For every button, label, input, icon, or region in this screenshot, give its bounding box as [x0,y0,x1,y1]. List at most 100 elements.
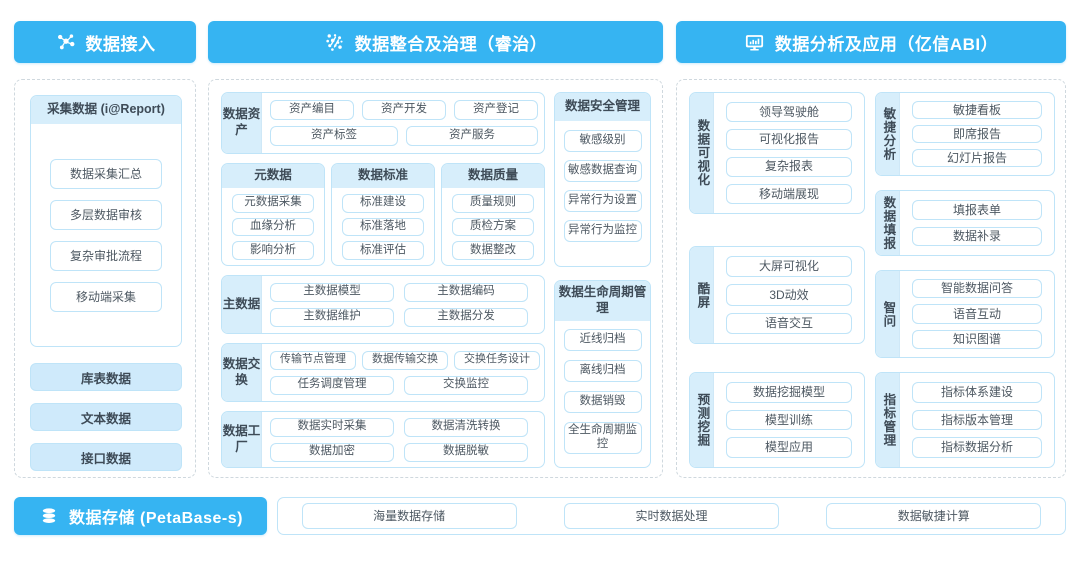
group-collect-data: 采集数据 (i@Report) 数据采集汇总 多层数据审核 复杂审批流程 移动端… [30,95,182,347]
list-item[interactable]: 主数据分发 [404,307,528,327]
list-item[interactable]: 数据补录 [912,226,1042,246]
footer-item[interactable]: 数据敏捷计算 [826,503,1042,529]
list-item[interactable]: 质检方案 [452,217,534,237]
list-item[interactable]: 资产开发 [362,100,446,120]
list-item[interactable]: 数据传输交换 [362,350,448,370]
list-item[interactable]: 幻灯片报告 [912,149,1042,167]
list-item[interactable]: 模型应用 [726,437,852,459]
group-data-quality: 数据质量 质量规则 质检方案 数据整改 [441,163,545,266]
list-item[interactable]: 标准建设 [342,194,424,213]
list-item[interactable]: 数据加密 [270,442,394,462]
list-item[interactable]: 近线归档 [563,329,642,351]
column-header-label: 数据分析及应用（亿信ABI） [774,34,999,54]
list-item[interactable]: 资产编目 [270,100,354,120]
list-item[interactable]: 语音互动 [912,304,1042,324]
group-label-text: 预测挖掘 [695,393,710,447]
chip-table-data[interactable]: 库表数据 [30,363,182,391]
list-item[interactable]: 传输节点管理 [270,350,356,370]
list-item[interactable]: 复杂审批流程 [50,241,162,271]
list-item[interactable]: 元数据采集 [232,194,314,213]
list-item[interactable]: 敏感数据查询 [563,160,642,182]
list-item[interactable]: 敏捷看板 [912,101,1042,119]
group-label: 指标管理 [876,373,900,467]
group-label: 智问 [876,271,900,357]
group-label-text: 数据可视化 [695,119,710,187]
data-dots-icon [324,31,346,53]
list-item[interactable]: 主数据维护 [270,307,394,327]
list-item[interactable]: 资产服务 [406,126,538,146]
list-item[interactable]: 数据脱敏 [404,442,528,462]
list-item[interactable]: 数据销毁 [563,391,642,413]
group-label: 数据可视化 [690,93,714,213]
column-header-ingest[interactable]: 数据接入 [14,21,196,63]
list-item[interactable]: 语音交互 [726,312,852,334]
group-label-text: 指标管理 [881,393,896,447]
list-item[interactable]: 主数据编码 [404,282,528,302]
group-metric-management: 指标管理 指标体系建设 指标版本管理 指标数据分析 [875,372,1055,468]
group-data-visualization: 数据可视化 领导驾驶舱 可视化报告 复杂报表 移动端展现 [689,92,865,214]
panel-analyze: 数据可视化 领导驾驶舱 可视化报告 复杂报表 移动端展现 酷屏 大屏可视化 3D… [676,79,1066,478]
list-item[interactable]: 指标数据分析 [912,437,1042,459]
footer-header-storage[interactable]: 数据存储 (PetaBase-s) [14,497,267,535]
chip-text-data[interactable]: 文本数据 [30,403,182,431]
list-item[interactable]: 知识图谱 [912,329,1042,349]
footer-item[interactable]: 实时数据处理 [563,503,779,529]
group-data-security: 数据安全管理 敏感级别 敏感数据查询 异常行为设置 异常行为监控 [554,92,651,267]
list-item[interactable]: 离线归档 [563,360,642,382]
list-item[interactable]: 复杂报表 [726,156,852,177]
list-item[interactable]: 血缘分析 [232,217,314,237]
list-item[interactable]: 指标体系建设 [912,382,1042,403]
footer-header-label: 数据存储 (PetaBase-s) [69,510,243,527]
list-item[interactable]: 数据挖掘模型 [726,382,852,403]
list-item[interactable]: 3D动效 [726,284,852,306]
list-item[interactable]: 异常行为监控 [563,220,642,242]
list-item[interactable]: 填报表单 [912,200,1042,220]
database-icon [38,505,60,527]
list-item[interactable]: 移动端展现 [726,183,852,204]
group-data-asset: 数据资产 资产编目 资产开发 资产登记 资产标签 资产服务 [221,92,545,154]
list-item[interactable]: 移动端采集 [50,282,162,312]
list-item[interactable]: 多层数据审核 [50,200,162,230]
list-item[interactable]: 资产标签 [270,126,398,146]
list-item[interactable]: 数据采集汇总 [50,159,162,189]
group-predictive-mining: 预测挖掘 数据挖掘模型 模型训练 模型应用 [689,372,865,468]
group-label-text: 酷屏 [695,281,710,309]
column-header-govern[interactable]: 数据整合及治理（睿治） [208,21,663,63]
list-item[interactable]: 领导驾驶舱 [726,102,852,123]
footer-items-bar: 海量数据存储 实时数据处理 数据敏捷计算 [277,497,1066,535]
column-header-label: 数据整合及治理（睿治） [354,34,548,54]
list-item[interactable]: 交换监控 [404,375,528,395]
list-item[interactable]: 智能数据问答 [912,279,1042,299]
list-item[interactable]: 质量规则 [452,194,534,213]
list-item[interactable]: 敏感级别 [563,130,642,152]
list-item[interactable]: 数据整改 [452,241,534,261]
group-label: 数据交换 [222,344,262,401]
list-item[interactable]: 可视化报告 [726,129,852,150]
group-metadata: 元数据 元数据采集 血缘分析 影响分析 [221,163,325,266]
list-item[interactable]: 指标版本管理 [912,409,1042,431]
list-item[interactable]: 大屏可视化 [726,256,852,278]
list-item[interactable]: 数据清洗转换 [404,417,528,437]
column-header-analyze[interactable]: 数据分析及应用（亿信ABI） [676,21,1066,63]
list-item[interactable]: 异常行为设置 [563,190,642,212]
group-agile-analysis: 敏捷分析 敏捷看板 即席报告 幻灯片报告 [875,92,1055,176]
group-label: 数据工厂 [222,412,262,467]
group-label-text: 数据填报 [881,196,896,250]
list-item[interactable]: 任务调度管理 [270,375,394,395]
list-item[interactable]: 标准落地 [342,217,424,237]
group-title: 数据标准 [332,164,434,188]
list-item[interactable]: 全生命周期监控 [563,422,642,454]
list-item[interactable]: 主数据模型 [270,282,394,302]
list-item[interactable]: 影响分析 [232,241,314,261]
list-item[interactable]: 即席报告 [912,125,1042,143]
list-item[interactable]: 资产登记 [454,100,538,120]
list-item[interactable]: 交换任务设计 [454,350,540,370]
list-item[interactable]: 模型训练 [726,409,852,431]
group-label: 预测挖掘 [690,373,714,467]
list-item[interactable]: 标准评估 [342,241,424,261]
chip-interface-data[interactable]: 接口数据 [30,443,182,471]
group-title: 数据生命周期管理 [555,281,650,321]
group-smart-query: 智问 智能数据问答 语音互动 知识图谱 [875,270,1055,358]
footer-item[interactable]: 海量数据存储 [301,503,517,529]
list-item[interactable]: 数据实时采集 [270,417,394,437]
